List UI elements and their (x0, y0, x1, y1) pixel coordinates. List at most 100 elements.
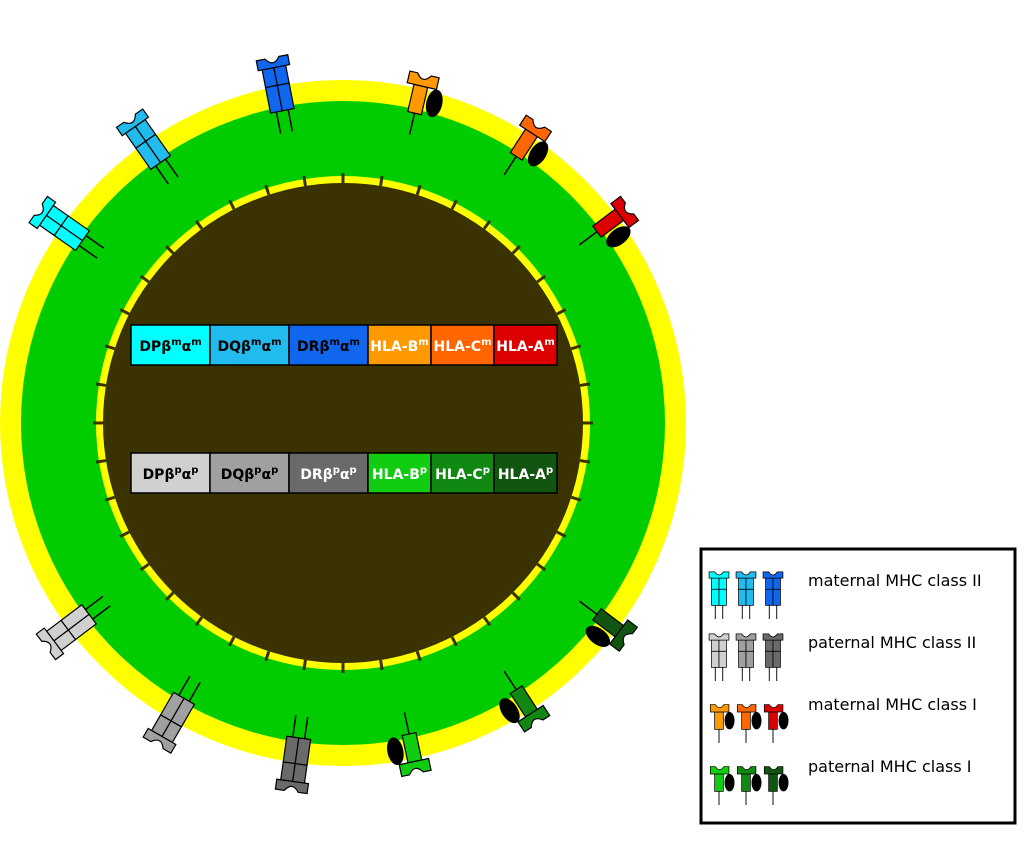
gene-segment: DRβmαm (288, 324, 369, 366)
gene-box (130, 324, 211, 366)
nuclear-pore (119, 308, 130, 316)
nuclear-pore (570, 344, 582, 351)
mhc-class-i-icon (709, 704, 735, 743)
nuclear-pore (165, 591, 175, 601)
gene-label: DPβpαp (143, 465, 199, 483)
mhc-class-i-icon (763, 704, 789, 743)
gene-box (130, 452, 211, 494)
gene-segment: HLA-Cm (430, 324, 495, 366)
nuclear-pore (302, 659, 307, 671)
nuclear-pore (104, 344, 116, 351)
legend-item: paternal MHC class II (708, 633, 976, 681)
gene-segment: DQβpαp (209, 452, 290, 494)
nuclear-pore (228, 636, 236, 647)
gene-label: HLA-Cp (435, 465, 490, 483)
mhc-class-ii-molecule (255, 54, 295, 134)
gene-segment: DPβpαp (130, 452, 211, 494)
mhc-class-ii-molecule (28, 195, 105, 259)
nuclear-pore (165, 245, 175, 255)
nuclear-pore (139, 562, 150, 572)
gene-box (367, 324, 432, 366)
gene-label: DQβpαp (221, 465, 279, 483)
nuclear-pore (579, 382, 591, 387)
nuclear-pore (194, 219, 204, 230)
mhc-class-ii-molecule (142, 675, 201, 754)
mhc-class-i-icon (736, 766, 762, 805)
gene-label: DRβmαm (297, 337, 360, 355)
gene-box (288, 452, 369, 494)
gene-segment: HLA-Cp (430, 452, 495, 494)
mhc-class-ii-icon (735, 633, 757, 681)
nuclear-pore (482, 219, 492, 230)
gene-segment: DPβmαm (130, 324, 211, 366)
nuclear-pore (95, 459, 107, 464)
mhc-class-ii-molecule (274, 715, 312, 795)
mhc-class-i-molecule (578, 195, 640, 248)
nuclear-pore (556, 308, 567, 316)
mhc-class-i-icon (763, 766, 789, 805)
surface-molecules (28, 54, 640, 795)
nuclear-pore (511, 591, 521, 601)
nuclear-pore (570, 495, 582, 502)
gene-box (493, 324, 558, 366)
nuclear-pore (264, 184, 271, 196)
mhc-class-i-molecule (499, 670, 551, 733)
nuclear-pore (139, 274, 150, 284)
gene-box (209, 324, 290, 366)
nuclear-pore (536, 274, 547, 284)
nuclear-pore (482, 616, 492, 627)
mhc-class-i-icon (709, 766, 735, 805)
gene-segment: HLA-Am (493, 324, 558, 366)
nuclear-pore (379, 659, 384, 671)
gene-label: DPβmαm (139, 337, 201, 355)
legend: maternal MHC class II paternal MHC class … (699, 547, 1017, 825)
legend-item: paternal MHC class I (709, 757, 971, 805)
gene-segment: HLA-Bp (367, 452, 432, 494)
legend-item: maternal MHC class II (708, 571, 982, 619)
nuclear-pore (379, 175, 384, 187)
gene-label: HLA-Am (496, 337, 555, 355)
mhc-class-i-molecule (406, 70, 443, 135)
gene-label: HLA-Bm (370, 337, 428, 355)
gene-label: HLA-Cm (434, 337, 492, 355)
legend-label: maternal MHC class II (808, 571, 982, 590)
gene-box (430, 324, 495, 366)
nucleus (103, 183, 583, 663)
nuclear-pore (415, 650, 422, 662)
legend-label: paternal MHC class II (808, 633, 976, 652)
gene-label: DRβpαp (300, 465, 356, 483)
nuclear-pore (104, 495, 116, 502)
gene-segment: HLA-Ap (493, 452, 558, 494)
gene-box (288, 324, 369, 366)
gene-label: HLA-Bp (372, 465, 427, 483)
mhc-class-ii-icon (762, 571, 784, 619)
gene-segment: DQβmαm (209, 324, 290, 366)
mhc-class-i-molecule (503, 114, 553, 176)
mhc-class-i-molecule (387, 712, 432, 778)
nuclear-pore (119, 530, 130, 538)
gene-box (430, 452, 495, 494)
nuclear-pore (415, 184, 422, 196)
nuclear-pore (194, 616, 204, 627)
nuclear-pore (264, 650, 271, 662)
cell (0, 80, 686, 766)
legend-items: maternal MHC class II paternal MHC class … (708, 571, 982, 805)
gene-segment: HLA-Bm (367, 324, 432, 366)
nuclear-pore (95, 382, 107, 387)
nuclear-pore (450, 636, 458, 647)
mhc-class-i-icon (736, 704, 762, 743)
nuclear-pore (511, 245, 521, 255)
legend-label: maternal MHC class I (808, 695, 977, 714)
nuclear-pore (536, 562, 547, 572)
nuclear-pore (228, 199, 236, 210)
gene-box (493, 452, 558, 494)
mhc-class-ii-icon (762, 633, 784, 681)
nuclear-pore (556, 530, 567, 538)
mhc-class-ii-molecule (115, 108, 179, 185)
mhc-class-ii-icon (708, 571, 730, 619)
legend-label: paternal MHC class I (808, 757, 971, 776)
